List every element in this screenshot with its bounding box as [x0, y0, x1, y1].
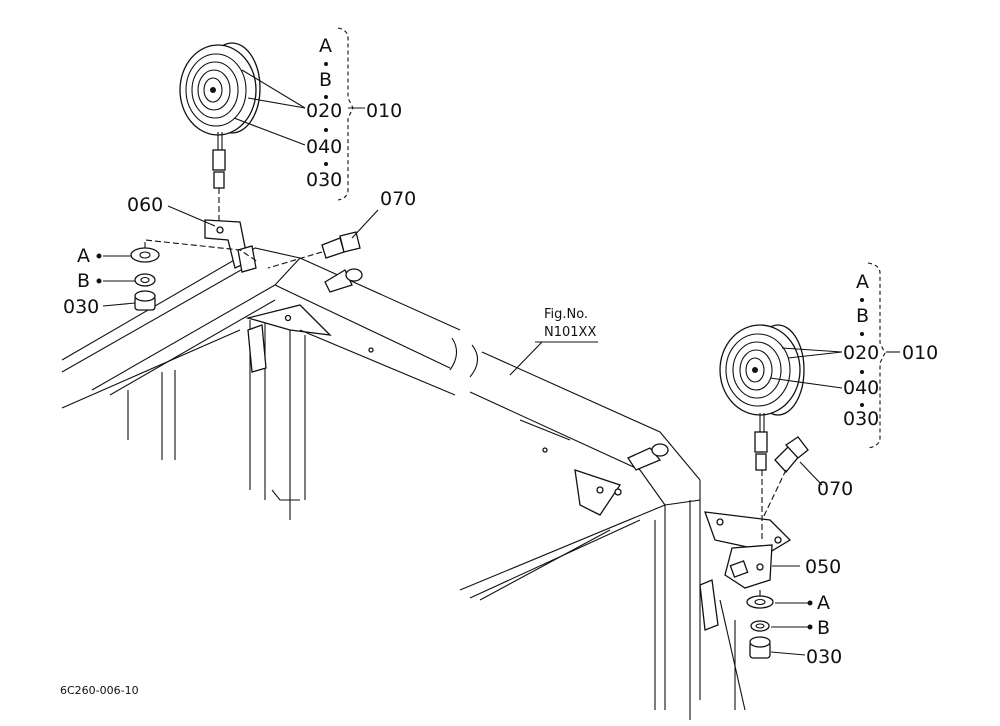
right-work-lamp — [719, 324, 805, 471]
right-mount-labels: 070 050 A B 030 — [805, 478, 853, 668]
left-bracket — [204, 219, 257, 273]
left-lamp-label-b: B — [319, 69, 332, 91]
right-mount-label-a: A — [817, 592, 830, 614]
left-lamp-label-a: A — [319, 35, 332, 57]
right-mount-label-070: 070 — [817, 478, 853, 500]
right-lamp-label-020: 020 — [843, 342, 879, 364]
right-mount-label-030: 030 — [806, 646, 842, 668]
left-mount-label-070: 070 — [380, 188, 416, 210]
right-mount-label-b: B — [817, 617, 830, 639]
fig-ref-line2: N101XX — [544, 325, 596, 340]
left-lamp-label-040: 040 — [306, 136, 342, 158]
left-hardware — [130, 247, 160, 311]
right-lamp-label-a: A — [856, 271, 869, 293]
right-bracket — [704, 511, 792, 589]
left-lamp-label-020: 020 — [306, 100, 342, 122]
left-mount-label-a: A — [77, 245, 90, 267]
left-lamp-label-030: 030 — [306, 169, 342, 191]
drawing-code: 6C260-006-10 — [60, 684, 139, 697]
right-lamp-labels: A B 020 010 040 030 — [843, 271, 938, 430]
right-lamp-label-030: 030 — [843, 408, 879, 430]
fig-ref-line1: Fig.No. — [544, 307, 588, 322]
left-lamp-label-010: 010 — [366, 100, 402, 122]
right-bolt — [774, 436, 809, 473]
right-lamp-label-010: 010 — [902, 342, 938, 364]
left-mount-labels: 060 070 A B 030 — [63, 188, 416, 318]
right-lamp-label-040: 040 — [843, 377, 879, 399]
left-mount-label-b: B — [77, 270, 90, 292]
callout-lines — [102, 27, 900, 656]
left-mount-label-030: 030 — [63, 296, 99, 318]
right-lamp-label-b: B — [856, 305, 869, 327]
right-mount-label-050: 050 — [805, 556, 841, 578]
right-hardware — [746, 595, 774, 659]
figure-reference: Fig.No. N101XX — [544, 307, 596, 340]
left-mount-label-060: 060 — [127, 194, 163, 216]
left-lamp-labels: A B 020 010 040 030 — [306, 35, 402, 191]
left-bolt — [321, 231, 361, 259]
left-work-lamp — [179, 42, 261, 189]
canopy-frame — [61, 247, 746, 720]
